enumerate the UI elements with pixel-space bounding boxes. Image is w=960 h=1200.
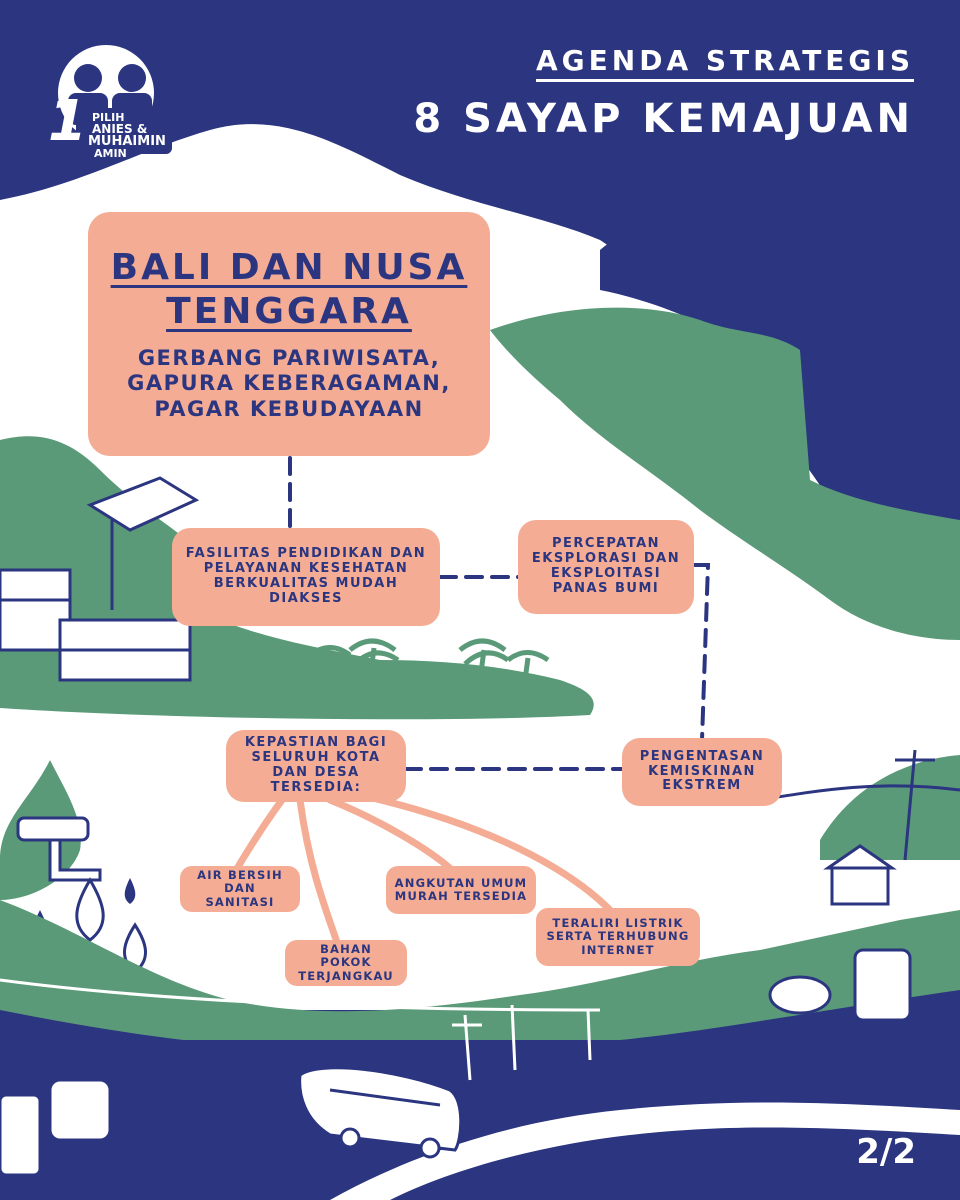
school-building	[0, 568, 192, 682]
campaign-logo: 1 PILIH ANIES & MUHAIMIN AMIN	[36, 38, 176, 160]
dashed-connectors	[288, 456, 711, 771]
water-tap-icon	[16, 816, 102, 882]
region-title: BALI DAN NUSA TENGGARA	[110, 247, 468, 333]
node-listrik: TERALIRI LISTRIK SERTA TERHUBUNG INTERNE…	[536, 908, 700, 966]
node-pengentasan: PENGENTASAN KEMISKINAN EKSTREM	[622, 738, 782, 806]
road	[330, 1102, 960, 1200]
logo-amin: AMIN	[94, 147, 127, 160]
logo-number: 1	[48, 89, 87, 154]
node-air: AIR BERSIH DAN SANITASI	[180, 866, 300, 912]
node-angkutan: ANGKUTAN UMUM MURAH TERSEDIA	[386, 866, 536, 914]
logo-badge	[58, 45, 172, 154]
palm-tree-icon	[308, 638, 550, 681]
navy-ground	[0, 990, 960, 1200]
power-pole-right	[759, 749, 960, 861]
green-band-bottom	[0, 900, 960, 1040]
green-hill-right	[820, 755, 960, 860]
graduation-cap-icon	[86, 476, 200, 610]
node-fasilitas: FASILITAS PENDIDIKAN DAN PELAYANAN KESEH…	[172, 528, 440, 626]
green-village-right	[490, 307, 960, 640]
main-region-box: BALI DAN NUSA TENGGARA GERBANG PARIWISAT…	[88, 212, 490, 456]
node-percepatan: PERCEPATAN EKSPLORASI DAN EKSPLOITASI PA…	[518, 520, 694, 614]
power-pole-icon	[0, 978, 601, 1081]
node-bahan: BAHAN POKOK TERJANGKAU	[285, 940, 407, 986]
logo-names-2: MUHAIMIN	[88, 134, 166, 149]
house-right	[823, 844, 897, 906]
header-title: 8 SAYAP KEMAJUAN	[413, 96, 914, 142]
bus-icon	[298, 1066, 463, 1159]
market-goods	[0, 948, 912, 1177]
logo-pilih: PILIH	[92, 111, 125, 124]
page-number: 2/2	[856, 1132, 916, 1172]
header-subtitle: AGENDA STRATEGIS	[536, 44, 914, 82]
region-subtitle: GERBANG PARIWISATA, GAPURA KEBERAGAMAN, …	[127, 346, 451, 421]
logo-names-1: ANIES &	[92, 122, 148, 136]
node-kepastian: KEPASTIAN BAGI SELURUH KOTA DAN DESA TER…	[226, 730, 406, 802]
